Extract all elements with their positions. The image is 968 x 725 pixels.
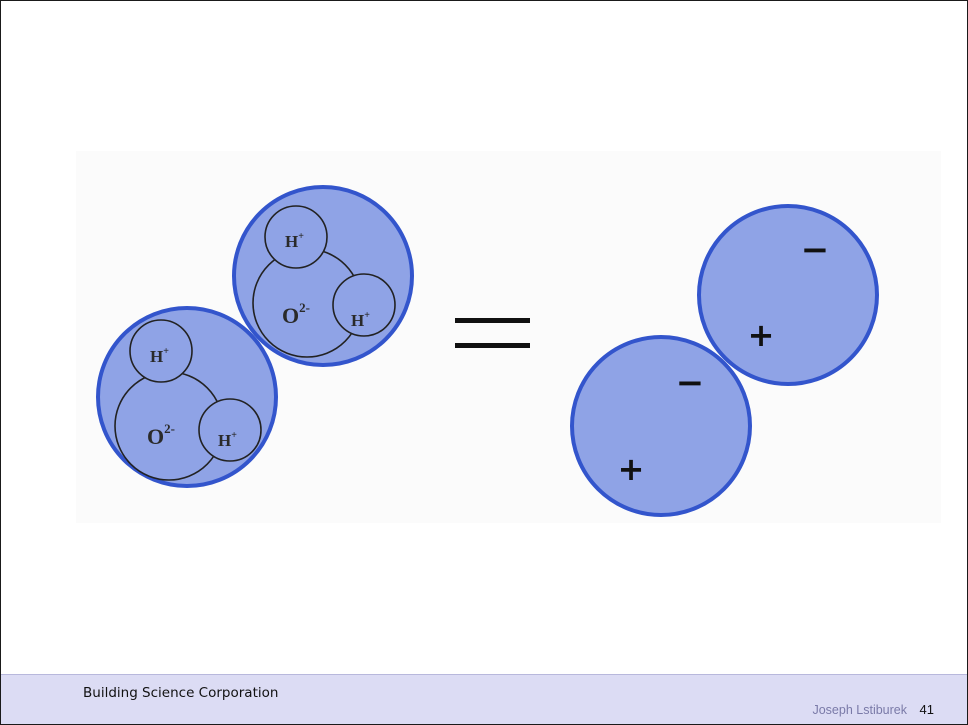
page-number: 41 <box>919 702 934 717</box>
hydrogen-label: H+ <box>351 310 370 330</box>
hydrogen-label: H+ <box>285 231 304 251</box>
water-molecule-upper: H+ O2- H+ <box>232 185 414 367</box>
hydrogen-label: H+ <box>150 346 169 366</box>
negative-charge-label: − <box>676 363 705 403</box>
hydrogen-label: H+ <box>218 430 237 450</box>
equals-bar-bottom <box>455 343 530 348</box>
dipole-upper: + − <box>697 204 879 386</box>
dipole-circle <box>570 335 752 517</box>
slide-footer: Building Science Corporation Joseph Lsti… <box>1 674 967 724</box>
author-name: Joseph Lstiburek <box>812 703 907 717</box>
hydrogen-atom-side <box>332 273 396 337</box>
positive-charge-label: + <box>748 316 775 354</box>
oxygen-label: O2- <box>282 300 310 328</box>
hydrogen-atom-side <box>198 398 262 462</box>
water-dipole-diagram: H+ O2- H+ H+ O2- H+ + − + <box>76 151 941 523</box>
oxygen-label: O2- <box>147 421 175 449</box>
dipole-lower: + − <box>570 335 752 517</box>
dipole-circle <box>697 204 879 386</box>
organization-name: Building Science Corporation <box>83 685 279 701</box>
equals-bar-top <box>455 318 530 323</box>
positive-charge-label: + <box>618 450 645 488</box>
equals-sign <box>455 318 530 348</box>
hydrogen-atom-top <box>129 319 193 383</box>
water-molecule-lower: H+ O2- H+ <box>96 306 278 488</box>
negative-charge-label: − <box>801 230 830 270</box>
hydrogen-atom-top <box>264 205 328 269</box>
